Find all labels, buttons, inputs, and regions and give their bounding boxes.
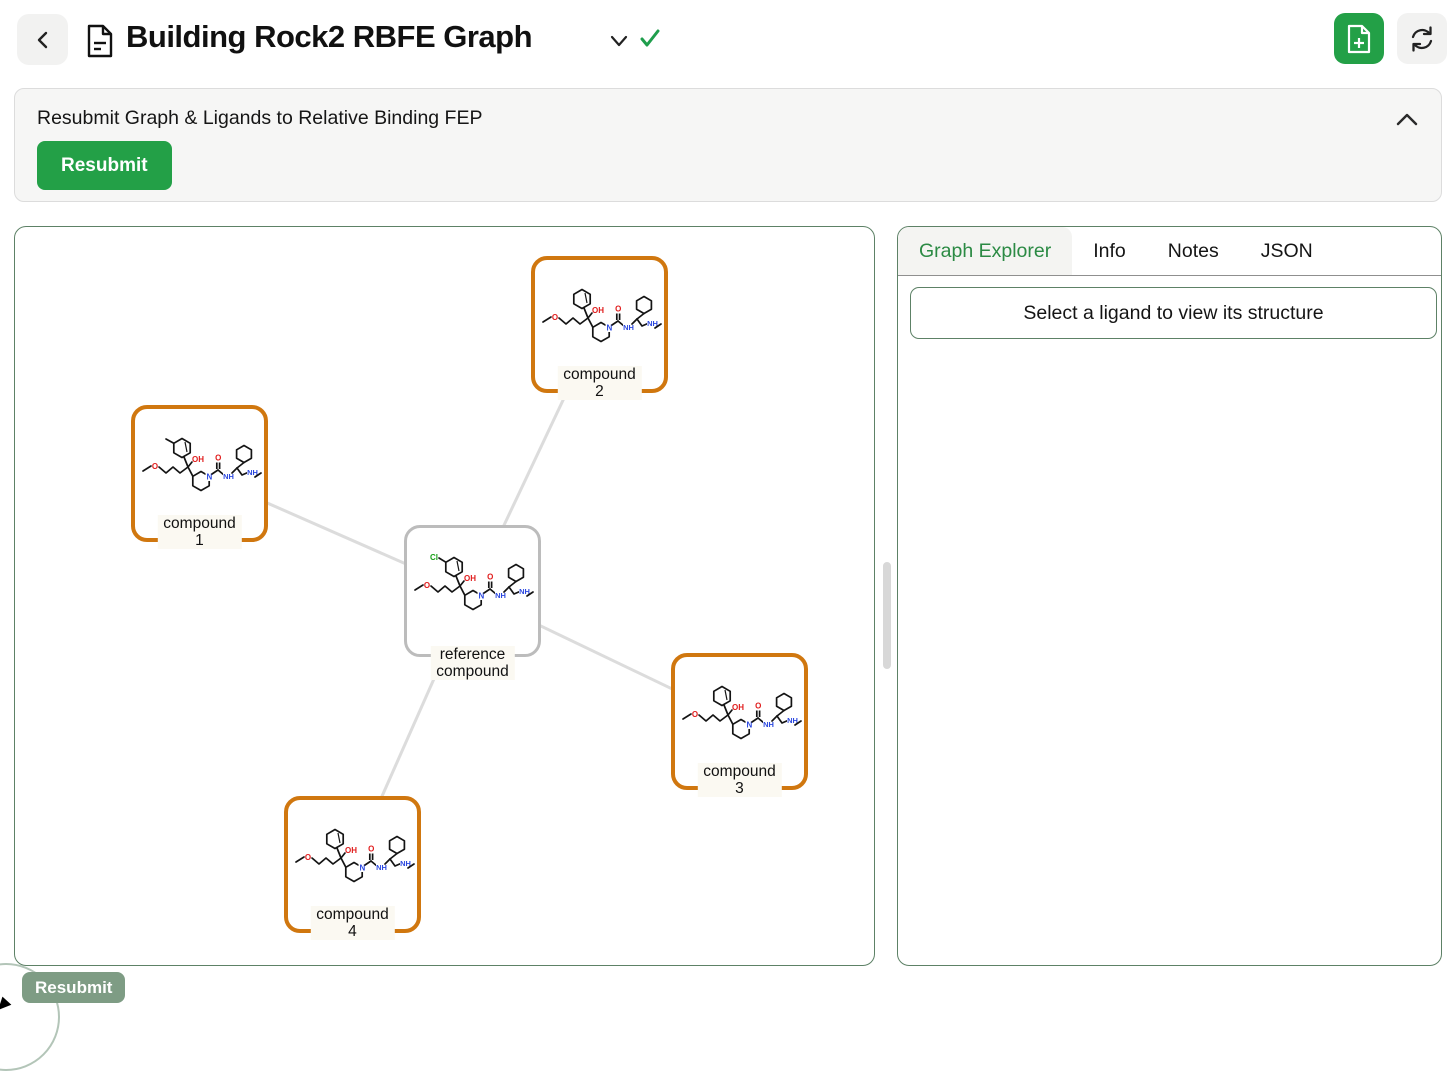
svg-text:O: O	[615, 305, 621, 314]
panel-scrollbar-thumb[interactable]	[883, 562, 891, 669]
refresh-button[interactable]	[1397, 13, 1447, 64]
tab-notes[interactable]: Notes	[1147, 227, 1240, 275]
details-panel: Graph Explorer Info Notes JSON Select a …	[897, 226, 1442, 966]
svg-text:Cl: Cl	[430, 553, 438, 562]
svg-text:O: O	[368, 845, 374, 854]
svg-text:O: O	[424, 581, 430, 590]
svg-text:NH: NH	[763, 720, 774, 729]
node-label: compound 3	[697, 763, 782, 797]
svg-text:N: N	[207, 473, 213, 482]
resubmit-section: Resubmit Graph & Ligands to Relative Bin…	[14, 88, 1442, 202]
svg-text:NH: NH	[787, 716, 798, 725]
svg-text:OH: OH	[592, 306, 604, 315]
svg-text:NH: NH	[376, 863, 387, 872]
resubmit-button[interactable]: Resubmit	[37, 141, 172, 190]
svg-text:OH: OH	[464, 574, 476, 583]
header: Building Rock2 RBFE Graph	[0, 0, 1456, 80]
node-label: reference compound	[430, 646, 515, 680]
svg-text:O: O	[487, 573, 493, 582]
svg-text:O: O	[305, 853, 311, 862]
ligand-structure-placeholder: Select a ligand to view its structure	[910, 287, 1437, 339]
svg-text:O: O	[215, 454, 221, 463]
svg-text:OH: OH	[345, 846, 357, 855]
svg-text:NH: NH	[495, 591, 506, 600]
svg-text:O: O	[755, 702, 761, 711]
new-file-button[interactable]	[1334, 13, 1384, 64]
node-label: compound 2	[557, 366, 642, 400]
node-label: compound 4	[310, 906, 395, 940]
collapse-section-button[interactable]	[1391, 105, 1423, 137]
svg-text:NH: NH	[223, 472, 234, 481]
svg-text:NH: NH	[647, 319, 658, 328]
title-dropdown-button[interactable]	[608, 33, 630, 52]
resubmit-section-title: Resubmit Graph & Ligands to Relative Bin…	[37, 107, 483, 129]
svg-text:O: O	[692, 710, 698, 719]
svg-text:NH: NH	[247, 468, 258, 477]
svg-text:NH: NH	[400, 859, 411, 868]
svg-text:N: N	[747, 721, 753, 730]
file-plus-icon	[1347, 24, 1371, 53]
svg-text:O: O	[152, 462, 158, 471]
saved-check-icon	[640, 29, 660, 47]
node-label: compound 1	[157, 515, 242, 549]
svg-text:OH: OH	[192, 455, 204, 464]
svg-text:NH: NH	[623, 323, 634, 332]
chevron-left-icon	[37, 31, 47, 48]
tab-json[interactable]: JSON	[1240, 227, 1334, 275]
page-title: Building Rock2 RBFE Graph	[126, 19, 533, 54]
chevron-up-icon	[1396, 113, 1418, 125]
back-button[interactable]	[17, 14, 68, 65]
details-tabbar: Graph Explorer Info Notes JSON	[898, 227, 1441, 276]
svg-text:NH: NH	[519, 587, 530, 596]
svg-text:N: N	[479, 592, 485, 601]
refresh-icon	[1411, 25, 1433, 52]
tab-info[interactable]: Info	[1072, 227, 1147, 275]
svg-text:N: N	[360, 864, 366, 873]
resubmit-tooltip[interactable]: Resubmit	[22, 972, 126, 1003]
svg-text:OH: OH	[732, 703, 744, 712]
svg-text:O: O	[552, 313, 558, 322]
tab-graph-explorer[interactable]: Graph Explorer	[898, 227, 1073, 275]
document-icon	[87, 24, 113, 58]
chevron-down-icon	[610, 35, 628, 47]
svg-text:N: N	[607, 324, 613, 333]
